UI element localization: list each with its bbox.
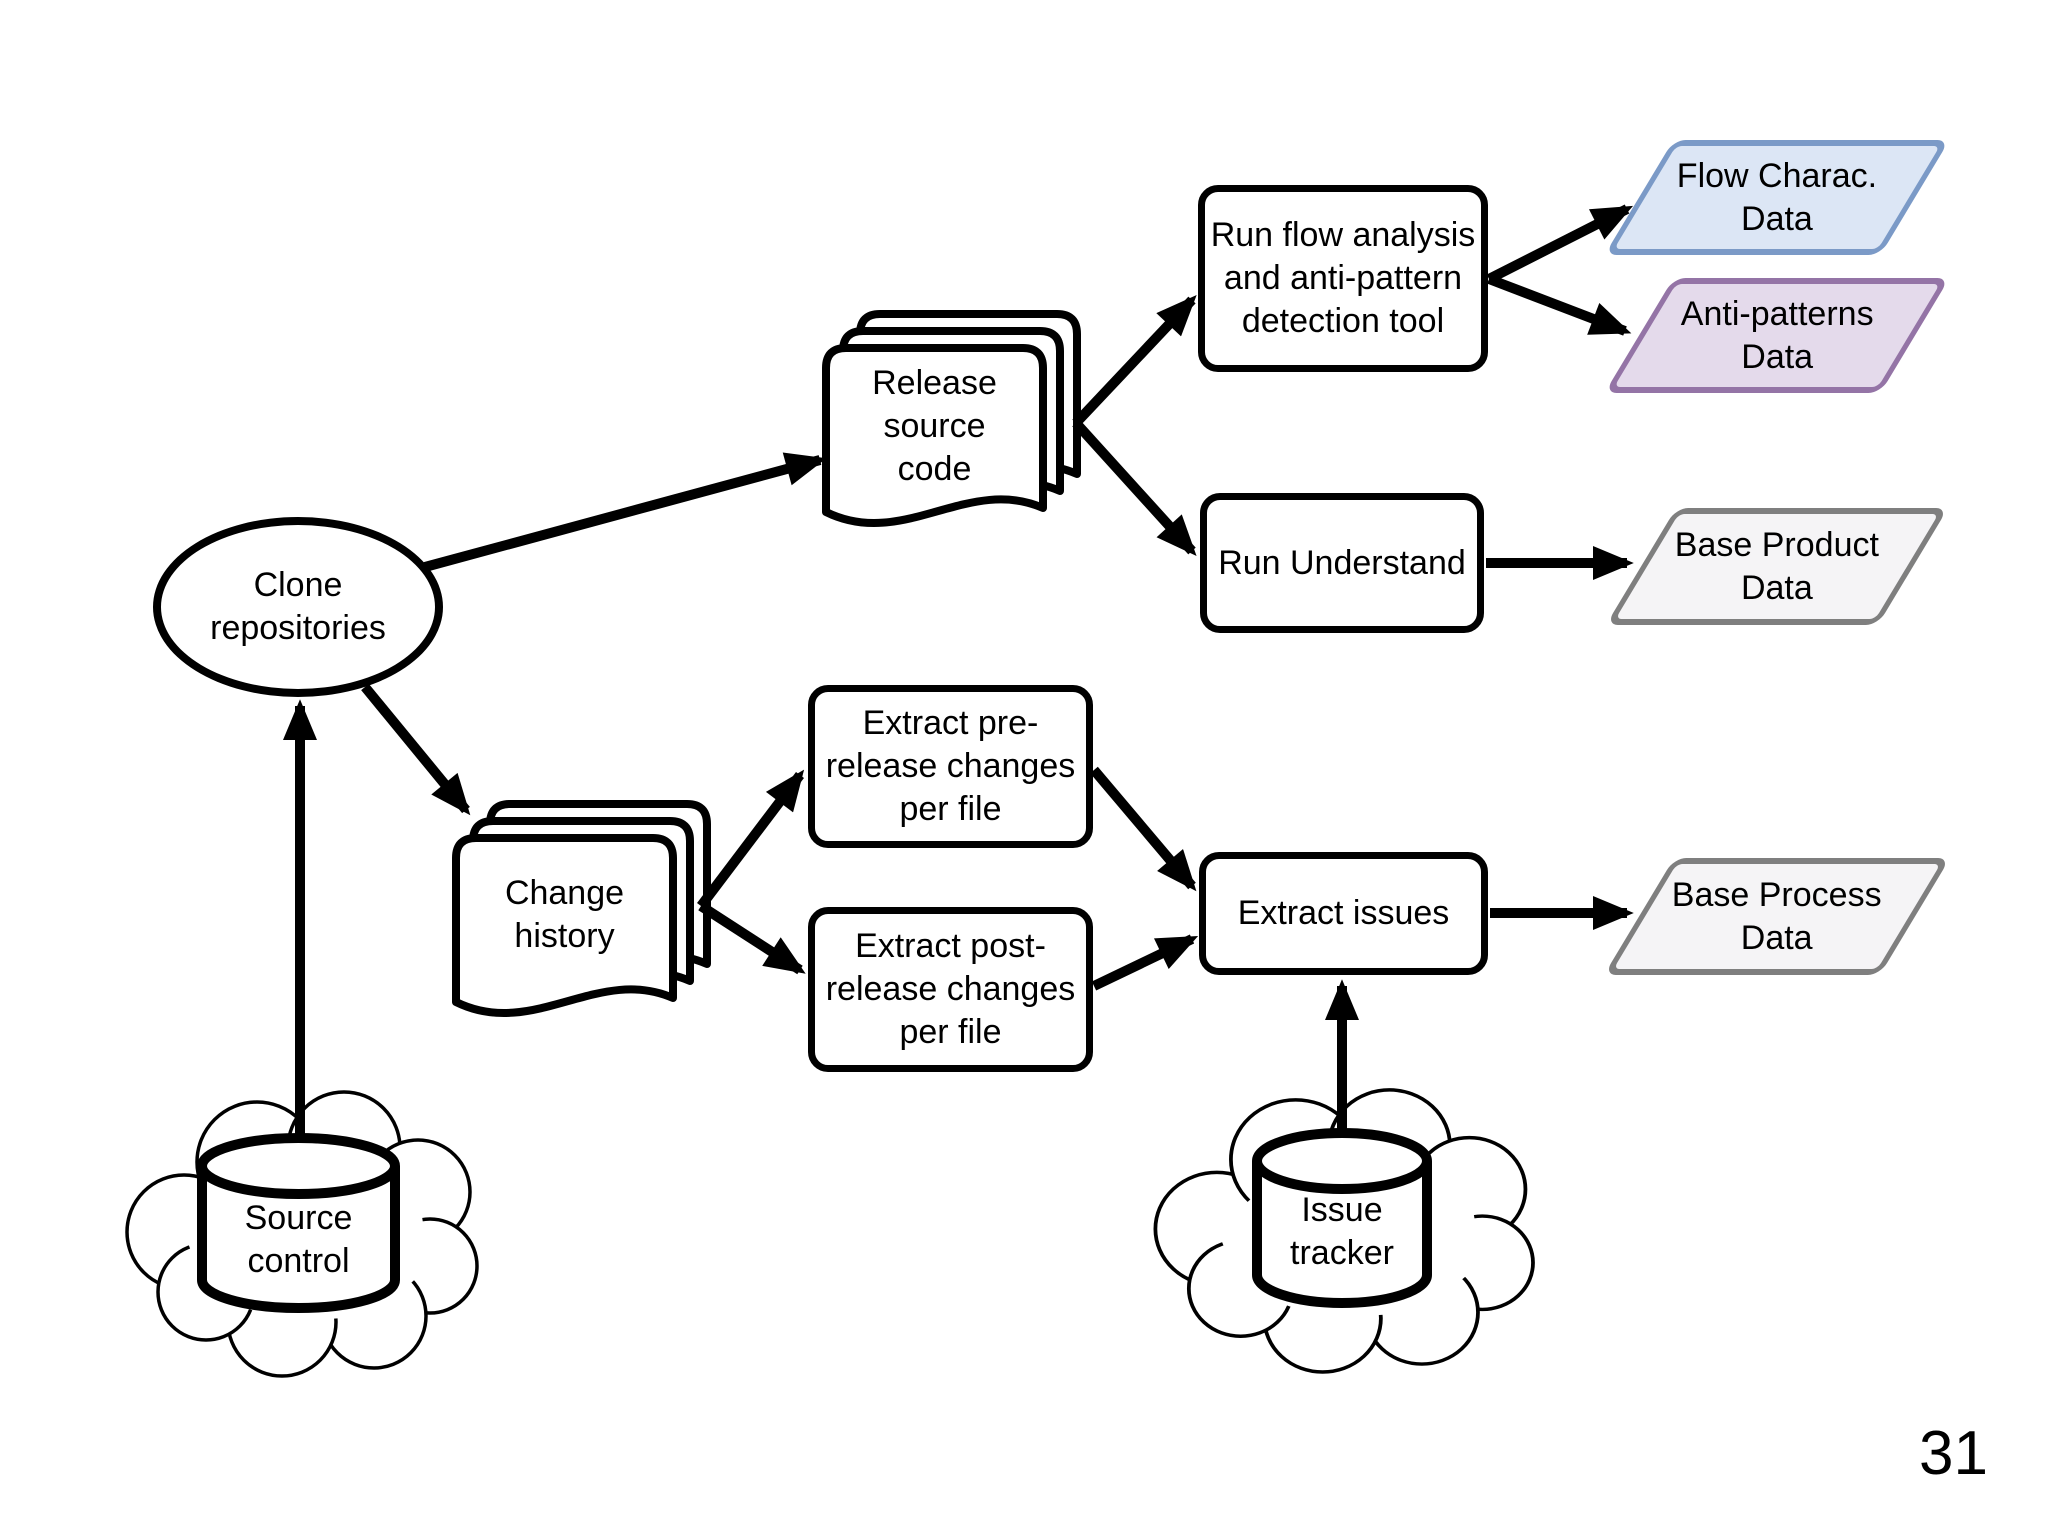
release-source-code-label: Release source code [872,364,997,488]
issue-tracker-database-icon [1252,1128,1432,1308]
edge-release-source-code-to-run-understand [1072,419,1197,557]
node-extract-post-release-changes: Extract post- release changes per file [808,907,1093,1072]
edge-extract-post-release-to-extract-issues [1091,934,1199,991]
edge-release-source-code-to-run-flow-analysis [1072,295,1197,427]
edge-extract-pre-release-to-extract-issues [1090,766,1197,892]
source-control-label: Source control [244,1199,353,1280]
issue-tracker-label: Issue tracker [1290,1191,1394,1272]
edge-clone-repositories-to-change-history [361,683,471,816]
edge-clone-repositories-to-release-source-code [423,452,827,572]
page-number: 31 [1919,1419,1988,1488]
edge-change-history-to-extract-post-release [698,901,806,975]
node-run-flow-analysis: Run flow analysis and anti-pattern detec… [1198,185,1488,372]
change-history-label: Change history [504,874,625,955]
node-clone-repositories: Clone repositories [153,517,443,697]
node-extract-issues: Extract issues [1199,852,1488,975]
change-history-document [452,800,711,1017]
edge-change-history-to-extract-pre-release [697,769,805,910]
source-control-database-icon [197,1133,400,1313]
edge-run-flow-analysis-to-anti-patterns-data [1487,274,1632,336]
node-extract-pre-release-changes: Extract pre- release changes per file [808,685,1093,848]
edge-run-flow-analysis-to-flow-charac-data [1486,204,1634,284]
node-run-understand: Run Understand [1200,493,1484,633]
release-source-code-document [822,310,1081,527]
